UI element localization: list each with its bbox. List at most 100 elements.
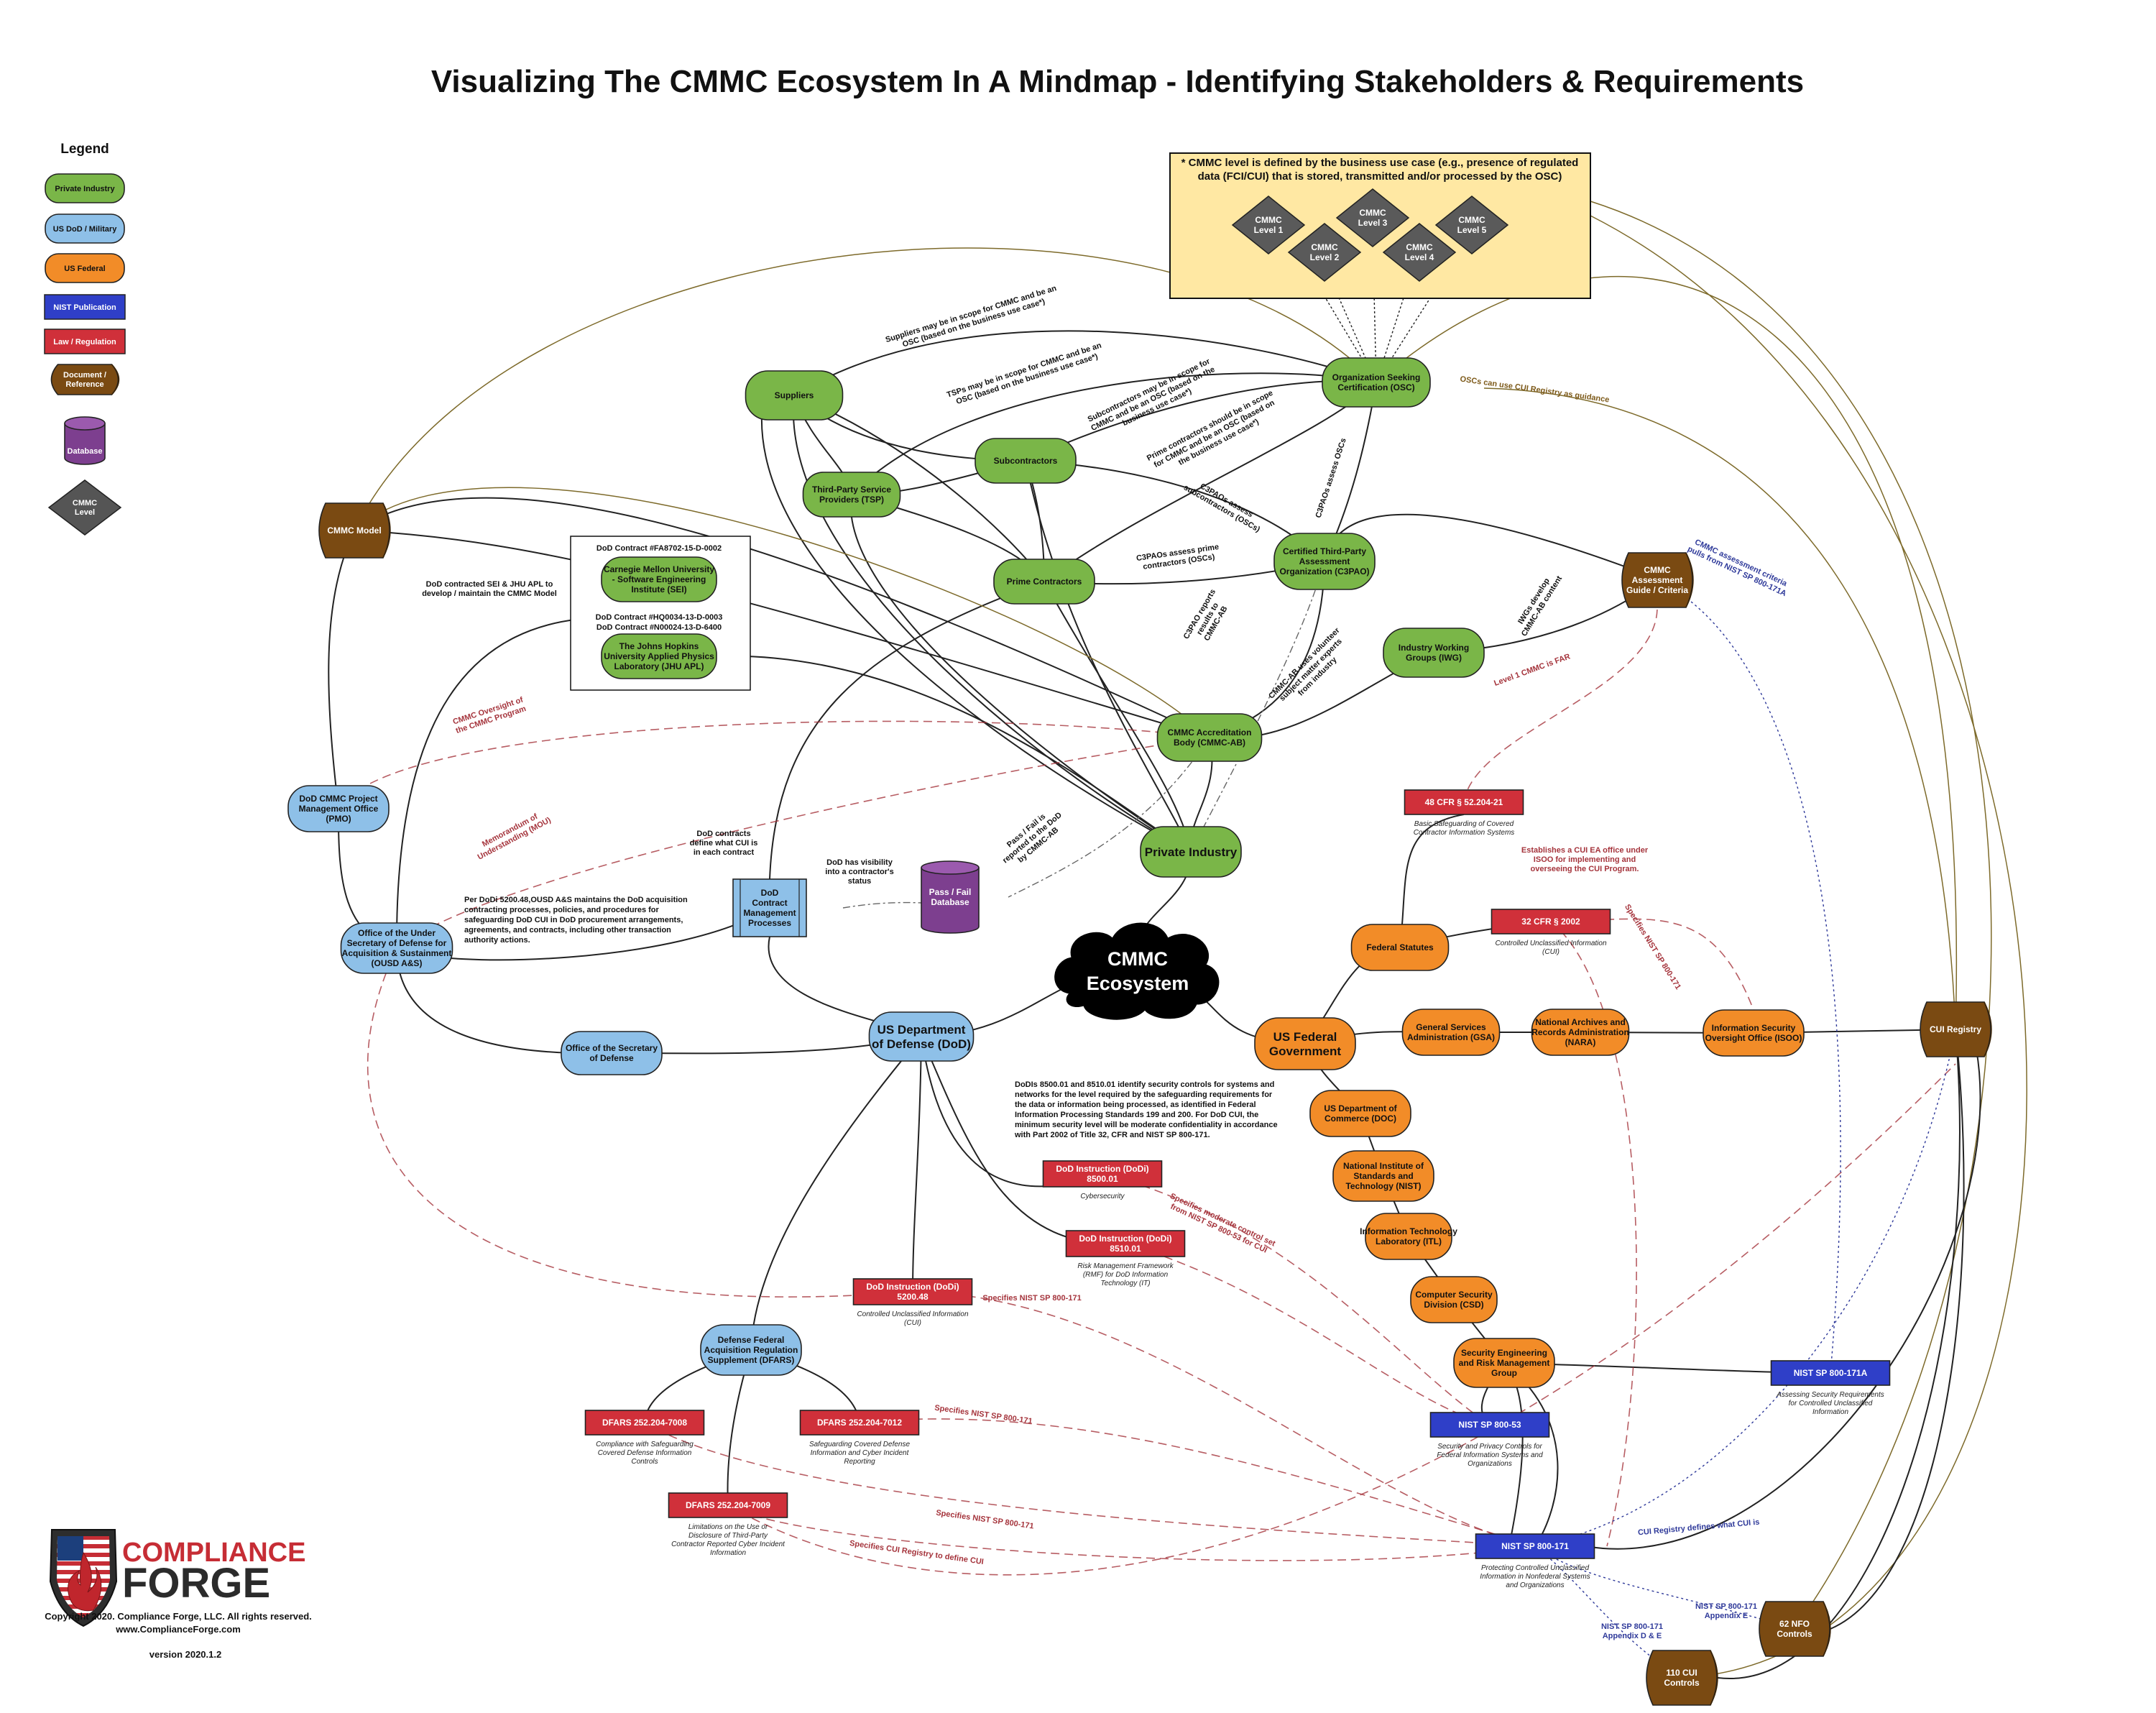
node-caption-line: (RMF) for DoD Information (1083, 1271, 1169, 1279)
edge-label-text-line: subject matter experts (1278, 637, 1343, 702)
edge-label: OSCs can use CUI Registry as guidance (1460, 375, 1610, 404)
node-prime: Prime Contractors (993, 559, 1095, 605)
connector-line (912, 1291, 1536, 1547)
connector-line (396, 737, 1210, 949)
node-private: Private Industry (1140, 826, 1242, 878)
edge-label-text: Memorandum ofUnderstanding (MOU) (472, 807, 553, 862)
node-label-line: Office of the Secretary (566, 1043, 658, 1053)
connector-line (921, 1036, 1126, 1245)
edge-label-text: Specifies NIST SP 800-171 (1623, 903, 1682, 991)
node-subs: Subcontractors (975, 438, 1077, 484)
connector-line (1830, 1029, 1965, 1630)
node-label-line: Carnegie Mellon University (604, 564, 714, 574)
edge-label-text-line: Establishes a CUI EA office under (1521, 846, 1649, 855)
node-label-line: Groups (IWG) (1406, 653, 1462, 663)
edge-label-text: Pass / Fail isreported to the DoDby CMMC… (995, 804, 1070, 873)
node-label-line: Institute (SEI) (631, 584, 686, 594)
node-label-line: (PMO) (326, 814, 351, 824)
edge-label-text: Specifies NIST SP 800-171 (982, 1294, 1081, 1303)
node-label: Carnegie Mellon University- Software Eng… (604, 564, 714, 594)
node-label-line: Security Engineering (1461, 1348, 1547, 1358)
edge-label: TSPs may be in scope for CMMC and be anO… (946, 341, 1102, 407)
node-caption: Risk Management Framework(RMF) for DoD I… (1077, 1262, 1174, 1287)
cmmc-level-box: * CMMC level is defined by the business … (1169, 152, 1591, 299)
legend-item-label: Private Industry (55, 185, 115, 193)
node-label-line: Technology (NIST) (1345, 1181, 1421, 1191)
connector-line (354, 487, 1210, 738)
node-caption-line: Federal Information Systems and (1437, 1451, 1543, 1459)
node-caption-line: Technology (IT) (1100, 1280, 1150, 1287)
edge-label-text-line: DoD has visibility (826, 858, 893, 867)
edge-label: CUI Registry defines what CUI is (1638, 1518, 1760, 1538)
node-label-line: The Johns Hopkins (619, 641, 699, 651)
edge-label-text-line: NIST SP 800-171 (1695, 1602, 1757, 1611)
edge-label-text-line: NIST SP 800-171 (1601, 1622, 1663, 1631)
edge-label-text: Level 1 CMMC is FAR (1493, 652, 1571, 688)
node-caption-line: Information (710, 1549, 746, 1557)
node-label-line: 110 CUI (1666, 1668, 1697, 1678)
edge-label-text-line: Level 1 CMMC is FAR (1493, 652, 1571, 688)
node-label-line: Guide / Criteria (1626, 585, 1688, 595)
node-label-line: University Applied Physics (604, 651, 714, 661)
contract-number-line: DoD Contract #FA8702-15-D-0002 (596, 544, 722, 553)
connector-line (1125, 1243, 1491, 1425)
edge-label-text-line: DoD contracted SEI & JHU APL to (426, 580, 553, 589)
node-label-line: Management Office (299, 804, 379, 814)
node-label-line: (OUSD A&S) (372, 958, 423, 968)
node-label-line: 8510.01 (1110, 1244, 1141, 1254)
node-label: DoD Instruction (DoDi)8510.01 (1079, 1234, 1171, 1254)
node-label-line: National Archives and (1535, 1017, 1626, 1027)
ousd-note-line: contracting processes, policies, and pro… (464, 906, 660, 914)
ousd-note-line: safeguarding DoD CUI in DoD procurement … (464, 916, 683, 924)
edge-label-text-line: OSCs can use CUI Registry as guidance (1460, 375, 1610, 404)
node-label-line: - Software Engineering (612, 574, 706, 584)
node-caption-line: Controlled Unclassified Information (857, 1310, 969, 1318)
node-label-line: Information Security (1712, 1023, 1796, 1033)
page-title: Visualizing The CMMC Ecosystem In A Mind… (431, 64, 1804, 99)
node-label-line: Information Technology (1360, 1226, 1457, 1236)
node-label-line: Secretary of Defense for (347, 938, 447, 948)
node-caption: Controlled Unclassified Information(CUI) (1495, 940, 1607, 956)
level-box-text-line: * CMMC level is defined by the business … (1181, 157, 1579, 169)
node-label-line: Standards and (1353, 1171, 1413, 1181)
node-label-line: Organization (C3PAO) (1279, 566, 1369, 577)
edge-label-text: Specifies NIST SP 800-171 (934, 1404, 1033, 1426)
node-caption-line: Information in Nonfederal Systems (1480, 1573, 1590, 1581)
cmmc-level-label-line: CMMC (1406, 242, 1433, 252)
node-dodi8500: DoD Instruction (DoDi)8500.01Cybersecuri… (1042, 1160, 1163, 1200)
nodes-layer: * CMMC level is defined by the business … (287, 152, 1992, 1706)
node-label-line: Administration (GSA) (1407, 1032, 1495, 1042)
edge-label: Specifies NIST SP 800-171 (1623, 903, 1682, 991)
node-label-line: Laboratory (ITL) (1376, 1236, 1442, 1246)
node-label-line: Computer Security (1415, 1290, 1493, 1300)
node-label-line: Federal Statutes (1366, 942, 1434, 952)
edge-label: Memorandum ofUnderstanding (MOU) (472, 807, 553, 862)
node-label-line: DFARS 252.204-7012 (817, 1418, 902, 1428)
node-label-line: Prime Contractors (1007, 577, 1082, 587)
node-label-line: CMMC (1644, 565, 1671, 575)
node-caption-line: Contractor Information Systems (1414, 829, 1515, 837)
node-label: Subcontractors (994, 456, 1058, 466)
